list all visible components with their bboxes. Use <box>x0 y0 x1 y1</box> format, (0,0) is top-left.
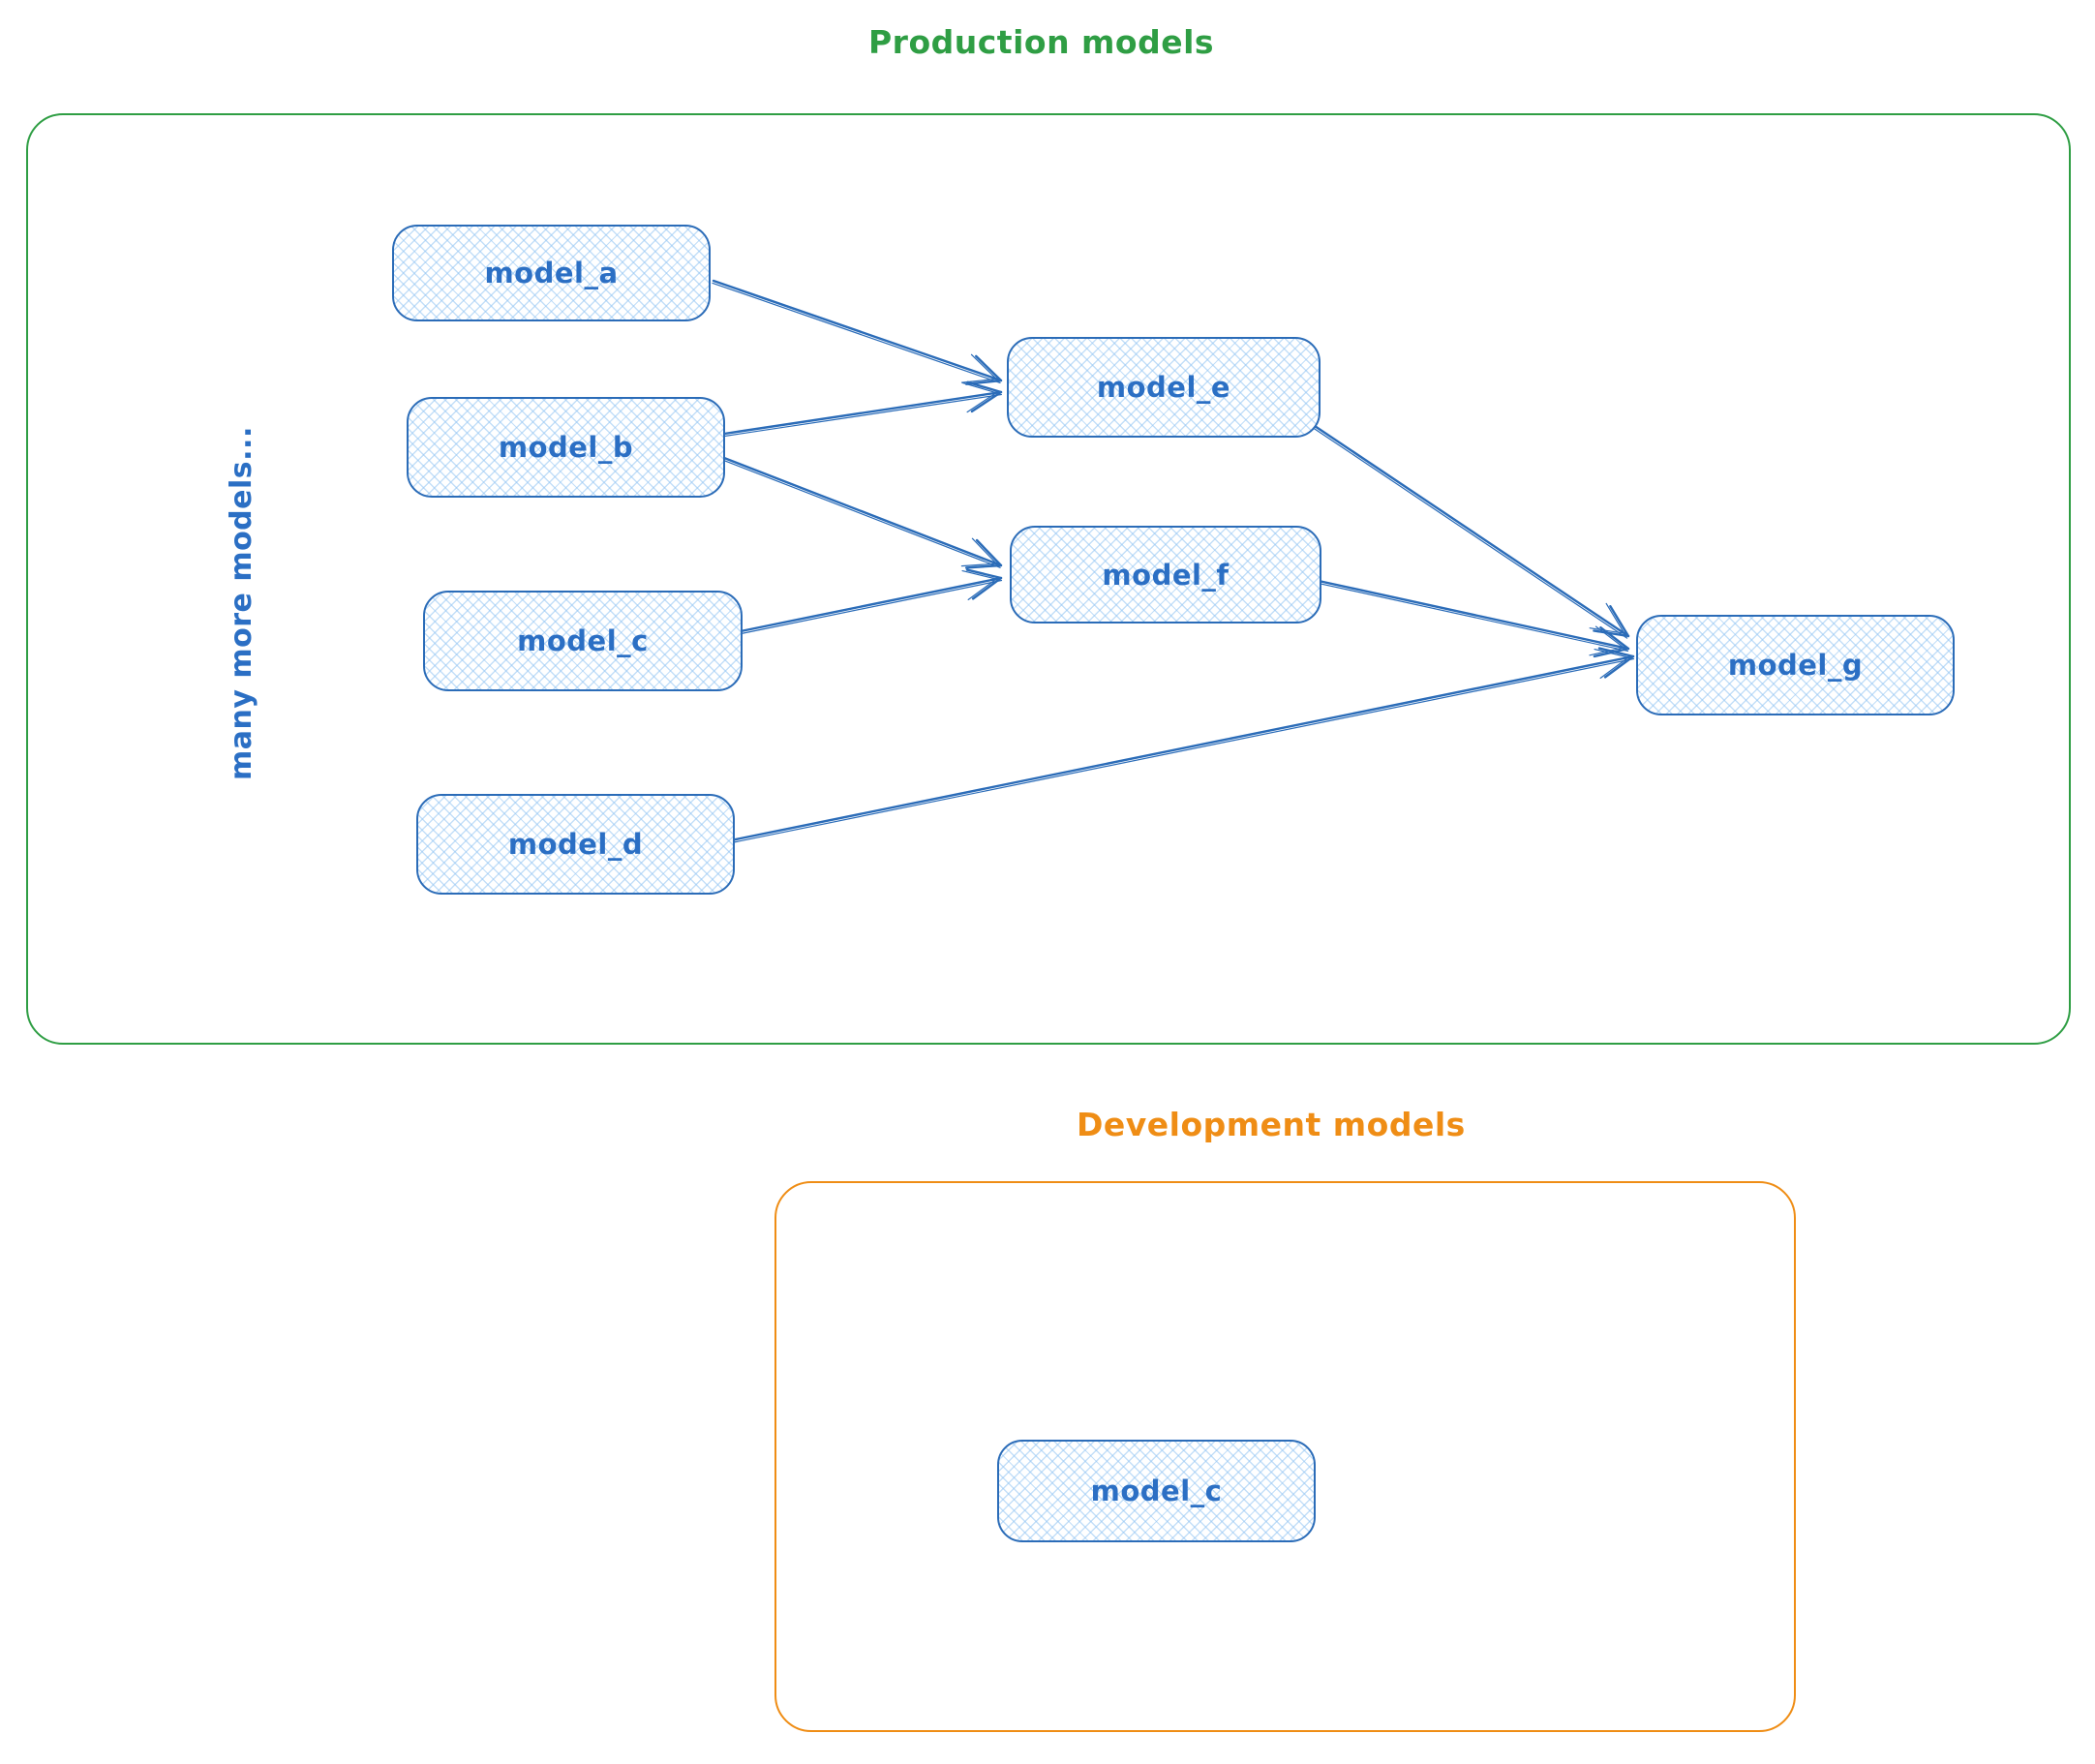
production-frame-title: Production models <box>868 23 1215 61</box>
node-model-d-label: model_d <box>507 828 644 861</box>
production-frame <box>26 113 2071 1045</box>
node-model-b: model_b <box>407 397 725 498</box>
node-model-c: model_c <box>423 591 743 691</box>
node-dev-model-c-label: model_c <box>1090 1475 1223 1507</box>
development-frame <box>774 1181 1796 1732</box>
many-more-models-note: many more models... <box>225 426 258 780</box>
node-model-f-label: model_f <box>1102 558 1230 592</box>
node-model-a-label: model_a <box>484 257 619 289</box>
node-model-g: model_g <box>1636 615 1955 715</box>
node-model-g-label: model_g <box>1727 649 1864 682</box>
node-dev-model-c: model_c <box>997 1440 1316 1542</box>
node-model-c-label: model_c <box>517 624 649 657</box>
node-model-e: model_e <box>1007 337 1321 438</box>
node-model-a: model_a <box>392 225 711 321</box>
node-model-e-label: model_e <box>1096 371 1231 404</box>
node-model-b-label: model_b <box>498 431 634 464</box>
development-frame-title: Development models <box>1077 1106 1466 1143</box>
node-model-d: model_d <box>416 794 735 895</box>
node-model-f: model_f <box>1010 526 1321 623</box>
